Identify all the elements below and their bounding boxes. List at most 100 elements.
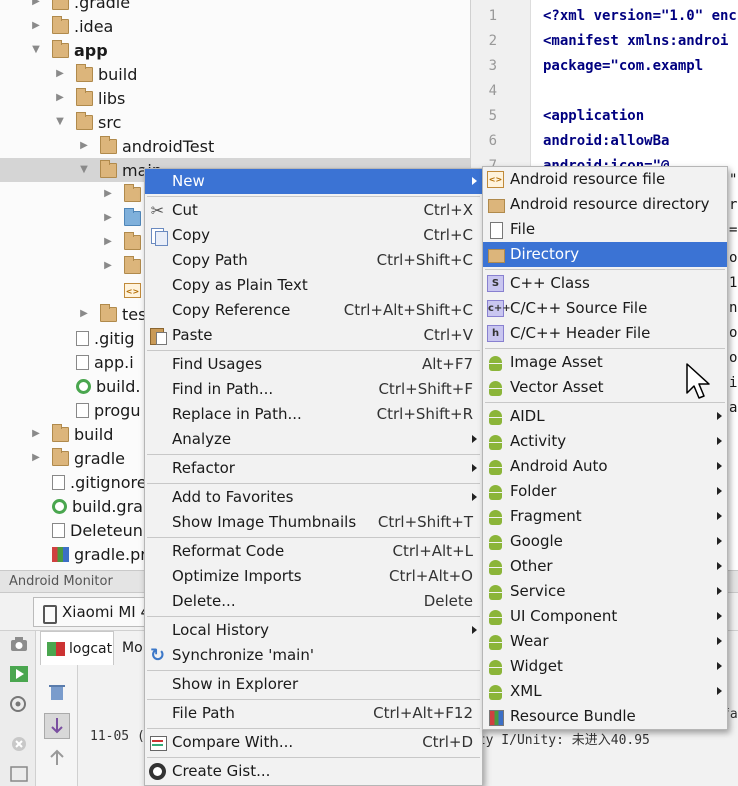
tree-item[interactable]: ▶ bbox=[0, 182, 470, 206]
menu-item-wear[interactable]: Wear bbox=[483, 629, 727, 654]
expand-arrow-icon[interactable]: ▶ bbox=[32, 452, 40, 463]
tree-item[interactable]: .gitignore bbox=[0, 470, 470, 494]
tree-item[interactable]: ▶gradle bbox=[0, 446, 470, 470]
code-line[interactable]: 1<?xml version="1.0" enc bbox=[471, 4, 738, 29]
menu-item-image-asset[interactable]: Image Asset bbox=[483, 350, 727, 375]
tree-item[interactable]: ▶ bbox=[0, 254, 470, 278]
code-line[interactable]: 5 <application bbox=[471, 104, 738, 129]
menu-item-show-in-explorer[interactable]: Show in Explorer bbox=[145, 672, 482, 697]
scroll-to-end-icon[interactable] bbox=[44, 713, 70, 739]
tree-item[interactable]: app.i bbox=[0, 350, 470, 374]
expand-arrow-icon[interactable]: ▶ bbox=[104, 212, 112, 223]
tree-item[interactable]: .gitig bbox=[0, 326, 470, 350]
menu-item-copy-as-plain-text[interactable]: Copy as Plain Text bbox=[145, 273, 482, 298]
clear-log-icon[interactable] bbox=[47, 683, 67, 701]
menu-item-other[interactable]: Other bbox=[483, 554, 727, 579]
expand-arrow-icon[interactable]: ▶ bbox=[80, 308, 88, 319]
menu-item-c-c++-source-file[interactable]: c++C/C++ Source File bbox=[483, 296, 727, 321]
collapse-arrow-icon[interactable]: ▼ bbox=[80, 164, 88, 175]
menu-item-android-auto[interactable]: Android Auto bbox=[483, 454, 727, 479]
tree-item[interactable]: ▶build bbox=[0, 62, 470, 86]
code-line[interactable]: 4 bbox=[471, 79, 738, 104]
menu-item-synchronize-main[interactable]: ↻Synchronize 'main' bbox=[145, 643, 482, 668]
code-line[interactable]: 6 android:allowBa bbox=[471, 129, 738, 154]
tree-item[interactable]: ▶androidTest bbox=[0, 134, 470, 158]
expand-arrow-icon[interactable]: ▶ bbox=[104, 188, 112, 199]
record-icon[interactable] bbox=[9, 665, 29, 683]
menu-item-activity[interactable]: Activity bbox=[483, 429, 727, 454]
menu-item-new[interactable]: New bbox=[145, 169, 482, 194]
layout-icon[interactable] bbox=[9, 765, 29, 783]
device-dropdown[interactable]: Xiaomi MI 4 bbox=[33, 597, 153, 627]
menu-item-xml[interactable]: XML bbox=[483, 679, 727, 704]
tab-logcat[interactable]: logcat bbox=[40, 631, 114, 665]
tab-monitors[interactable]: Mo bbox=[116, 631, 144, 665]
expand-arrow-icon[interactable]: ▶ bbox=[56, 92, 64, 103]
menu-item-google[interactable]: Google bbox=[483, 529, 727, 554]
menu-item-refactor[interactable]: Refactor bbox=[145, 456, 482, 481]
menu-item-folder[interactable]: Folder bbox=[483, 479, 727, 504]
tree-item[interactable]: ▶.idea bbox=[0, 14, 470, 38]
tree-item[interactable]: ▶ bbox=[0, 206, 470, 230]
up-arrow-icon[interactable] bbox=[47, 749, 67, 767]
tree-item[interactable]: build. bbox=[0, 374, 470, 398]
menu-item-fragment[interactable]: Fragment bbox=[483, 504, 727, 529]
collapse-arrow-icon[interactable]: ▼ bbox=[32, 44, 40, 55]
tree-item[interactable]: ▶build bbox=[0, 422, 470, 446]
menu-item-add-to-favorites[interactable]: Add to Favorites bbox=[145, 485, 482, 510]
code-line[interactable]: 2<manifest xmlns:androi bbox=[471, 29, 738, 54]
tree-item[interactable]: ▶.gradle bbox=[0, 0, 470, 14]
menu-item-delete[interactable]: Delete...Delete bbox=[145, 589, 482, 614]
menu-item-aidl[interactable]: AIDL bbox=[483, 404, 727, 429]
stop-icon[interactable] bbox=[9, 735, 29, 753]
tree-item[interactable]: ▼src bbox=[0, 110, 470, 134]
menu-item-file[interactable]: File bbox=[483, 217, 727, 242]
menu-item-vector-asset[interactable]: Vector Asset bbox=[483, 375, 727, 400]
tree-item[interactable]: ▼app bbox=[0, 38, 470, 62]
expand-arrow-icon[interactable]: ▶ bbox=[32, 20, 40, 31]
expand-arrow-icon[interactable]: ▶ bbox=[32, 428, 40, 439]
system-info-icon[interactable] bbox=[9, 695, 29, 713]
code-line[interactable]: 3 package="com.exampl bbox=[471, 54, 738, 79]
menu-item-local-history[interactable]: Local History bbox=[145, 618, 482, 643]
expand-arrow-icon[interactable]: ▶ bbox=[32, 0, 40, 7]
expand-arrow-icon[interactable]: ▶ bbox=[104, 236, 112, 247]
menu-item-ui-component[interactable]: UI Component bbox=[483, 604, 727, 629]
menu-item-widget[interactable]: Widget bbox=[483, 654, 727, 679]
menu-item-android-resource-directory[interactable]: Android resource directory bbox=[483, 192, 727, 217]
menu-item-android-resource-file[interactable]: <>Android resource file bbox=[483, 167, 727, 192]
menu-item-analyze[interactable]: Analyze bbox=[145, 427, 482, 452]
menu-item-service[interactable]: Service bbox=[483, 579, 727, 604]
tree-item[interactable]: <> bbox=[0, 278, 470, 302]
tree-item[interactable]: Deleteun bbox=[0, 518, 470, 542]
menu-item-directory[interactable]: Directory bbox=[483, 242, 727, 267]
tree-item[interactable]: ▶ bbox=[0, 230, 470, 254]
tree-item[interactable]: progu bbox=[0, 398, 470, 422]
menu-item-find-in-path[interactable]: Find in Path...Ctrl+Shift+F bbox=[145, 377, 482, 402]
tree-item[interactable]: ▶tes bbox=[0, 302, 470, 326]
menu-item-resource-bundle[interactable]: Resource Bundle bbox=[483, 704, 727, 729]
expand-arrow-icon[interactable]: ▶ bbox=[80, 140, 88, 151]
collapse-arrow-icon[interactable]: ▼ bbox=[56, 116, 64, 127]
expand-arrow-icon[interactable]: ▶ bbox=[56, 68, 64, 79]
tree-item[interactable]: gradle.pr bbox=[0, 542, 470, 566]
menu-item-replace-in-path[interactable]: Replace in Path...Ctrl+Shift+R bbox=[145, 402, 482, 427]
tree-item[interactable]: ▶libs bbox=[0, 86, 470, 110]
menu-item-create-gist[interactable]: Create Gist... bbox=[145, 759, 482, 784]
menu-item-compare-with[interactable]: Compare With...Ctrl+D bbox=[145, 730, 482, 755]
expand-arrow-icon[interactable]: ▶ bbox=[104, 260, 112, 271]
camera-icon[interactable] bbox=[9, 635, 29, 653]
tree-item[interactable]: build.gra bbox=[0, 494, 470, 518]
